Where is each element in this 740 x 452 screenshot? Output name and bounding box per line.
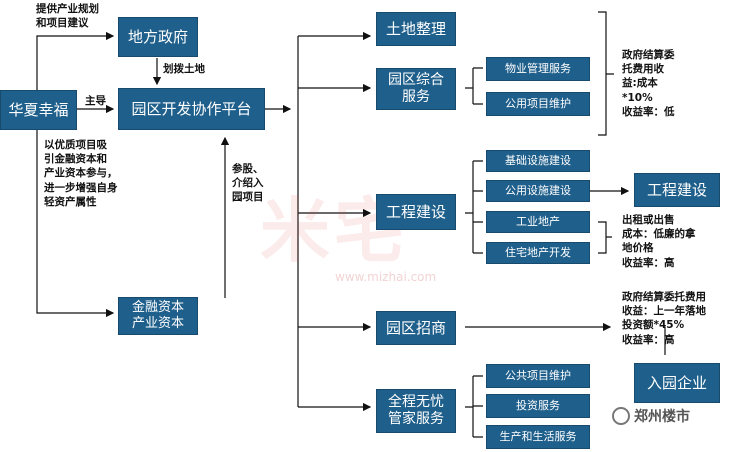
label-plan: 提供产业规划 和项目建议 [36,3,99,30]
node-residential-re: 住宅地产开发 [486,242,590,264]
node-enterprise: 入园企业 [634,363,720,403]
node-engineering-out: 工程建设 [634,173,720,207]
node-invest-service: 投资服务 [486,394,590,418]
node-engineering: 工程建设 [376,194,456,230]
node-local-gov: 地方政府 [118,17,198,57]
note-invest-fee: 政府结算委托费用 收益：上一年落地 投资额*45% 收益率：高 [622,291,706,346]
node-park-services: 园区综合 服务 [376,68,456,110]
source-badge: 郑州楼市 [612,406,690,426]
wechat-icon [612,407,630,425]
source-badge-text: 郑州楼市 [634,409,690,425]
note-gov-fee: 政府结算委 托费用收 益:成本 *10% 收益率：低 [622,49,675,118]
node-butler: 全程无忧 管家服务 [376,389,456,433]
node-industrial-re: 工业地产 [486,211,590,233]
label-lead: 主导 [85,95,106,107]
node-public-maint-2: 公共项目维护 [486,364,590,388]
note-rent-sale: 出租或出售 成本：低廉的拿 地价格 收益率：高 [622,214,696,269]
node-land: 土地整理 [376,12,456,46]
label-allocate-land: 划拨土地 [163,63,205,75]
label-equity: 参股、 介绍入 园项目 [232,163,264,204]
node-infra: 基础设施建设 [486,150,590,172]
node-property-mgmt: 物业管理服务 [486,57,590,81]
node-huaxia: 华夏幸福 [0,90,77,130]
node-public-build: 公用设施建设 [486,180,590,202]
node-investment: 园区招商 [376,311,456,345]
watermark-url: www.mizhai.com [335,270,437,284]
label-attract-capital: 以优质项目吸 引金融资本和 产业资本参与， 进一步增强自身 轻资产属性 [44,139,118,208]
node-finance: 金融资本 产业资本 [118,297,198,335]
node-public-maint-1: 公用项目维护 [486,92,590,116]
node-life-service: 生产和生活服务 [486,425,590,449]
node-platform: 园区开发协作平台 [118,88,265,130]
